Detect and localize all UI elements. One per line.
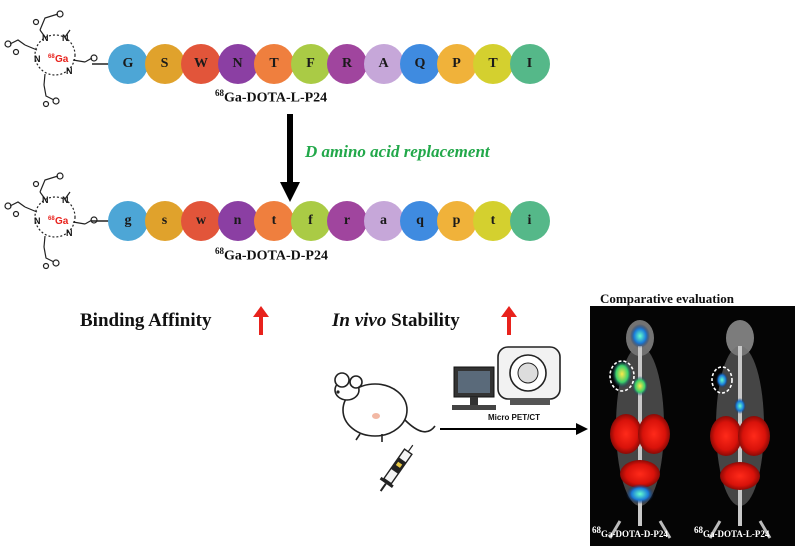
residue-letter: t xyxy=(271,213,277,228)
residue-bead: r xyxy=(327,201,367,241)
residue-bead: f xyxy=(290,201,331,241)
residue-letter: f xyxy=(308,213,313,228)
residue-bead: R xyxy=(327,44,367,84)
n-atom: N xyxy=(66,66,73,76)
residue-letter: g xyxy=(124,213,132,228)
residue-letter: S xyxy=(160,56,169,71)
up-arrow-affinity xyxy=(253,306,269,335)
residue-bead: p xyxy=(436,201,477,241)
residue-letter: T xyxy=(269,56,279,71)
residue-bead: w xyxy=(181,201,221,241)
residue-bead: t xyxy=(254,201,294,241)
n-atom: N xyxy=(42,195,49,205)
residue-letter: I xyxy=(526,56,533,71)
residue-letter: a xyxy=(380,213,387,228)
dota-chelator-top: N N N N 68 Ga xyxy=(4,10,98,108)
n-atom: N xyxy=(34,54,41,64)
residue-letter: T xyxy=(488,56,498,71)
n-atom: N xyxy=(66,228,73,238)
metal-label: Ga xyxy=(55,54,69,65)
residue-letter: p xyxy=(452,213,461,228)
syringe-illustration xyxy=(379,444,414,492)
residue-letter: G xyxy=(122,56,134,71)
up-arrow-stability xyxy=(501,306,517,335)
residue-bead: s xyxy=(144,201,185,241)
pet-scan-images xyxy=(608,320,772,539)
mouse-illustration xyxy=(334,372,436,442)
label-l-p24: 68Ga-DOTA-L-P24 xyxy=(215,88,328,106)
residue-bead: a xyxy=(363,201,404,241)
residue-bead: I xyxy=(509,44,550,84)
residue-letter: A xyxy=(378,56,389,71)
dota-chelator-bottom: N N N N 68 Ga xyxy=(4,172,98,270)
residue-bead: t xyxy=(473,201,513,241)
residue-bead: Q xyxy=(400,44,440,84)
n-atom: N xyxy=(62,33,69,43)
residue-bead: A xyxy=(363,44,404,84)
label-d-p24: 68Ga-DOTA-D-P24 xyxy=(215,246,328,264)
comparative-title: Comparative evaluation xyxy=(600,291,734,306)
left-mouse-scan xyxy=(608,320,672,539)
residue-letter: R xyxy=(341,56,353,71)
residue-bead: q xyxy=(400,201,440,241)
scan-label-d: 68Ga-DOTA-D-P24 xyxy=(592,525,668,539)
residue-letter: F xyxy=(306,56,315,71)
binding-affinity-label: Binding Affinity xyxy=(80,310,212,331)
right-arrow xyxy=(440,423,588,435)
residue-bead: P xyxy=(436,44,477,84)
residue-letter: w xyxy=(195,213,207,228)
residue-letter: Q xyxy=(414,56,426,71)
residue-letter: r xyxy=(343,213,351,228)
residue-bead: G xyxy=(108,44,148,84)
residue-letter: i xyxy=(527,213,532,228)
metal-mass: 68 xyxy=(48,54,55,60)
n-atom: N xyxy=(34,216,41,226)
residue-bead: N xyxy=(217,44,258,84)
pet-ct-scanner xyxy=(452,346,561,410)
scan-label-l: 68Ga-DOTA-L-P24 xyxy=(694,525,770,539)
residue-bead: S xyxy=(144,44,185,84)
residue-bead: F xyxy=(290,44,331,84)
residue-bead: W xyxy=(181,44,221,84)
pet-scan-panel: 68Ga-DOTA-D-P24 68Ga-DOTA-L-P24 xyxy=(590,306,795,546)
residue-letter: s xyxy=(161,213,168,228)
residue-letter: t xyxy=(490,213,496,228)
residue-letter: N xyxy=(232,56,243,71)
n-atom: N xyxy=(62,195,69,205)
residue-bead: g xyxy=(108,201,148,241)
residue-bead: n xyxy=(217,201,258,241)
residue-letter: n xyxy=(233,213,242,228)
stability-label: In vivo Stability xyxy=(332,310,460,331)
metal-label: Ga xyxy=(55,216,69,227)
n-atom: N xyxy=(42,33,49,43)
right-mouse-scan xyxy=(708,320,772,539)
residue-letter: P xyxy=(452,56,461,71)
residue-bead: T xyxy=(473,44,513,84)
metal-mass: 68 xyxy=(48,216,55,222)
down-arrow xyxy=(280,114,300,202)
residue-bead: i xyxy=(509,201,550,241)
micro-pet-label: Micro PET/CT xyxy=(488,413,541,422)
residue-letter: q xyxy=(416,213,424,228)
residue-letter: W xyxy=(194,56,208,71)
residue-bead: T xyxy=(254,44,294,84)
arrow-text: D amino acid replacement xyxy=(305,142,490,161)
